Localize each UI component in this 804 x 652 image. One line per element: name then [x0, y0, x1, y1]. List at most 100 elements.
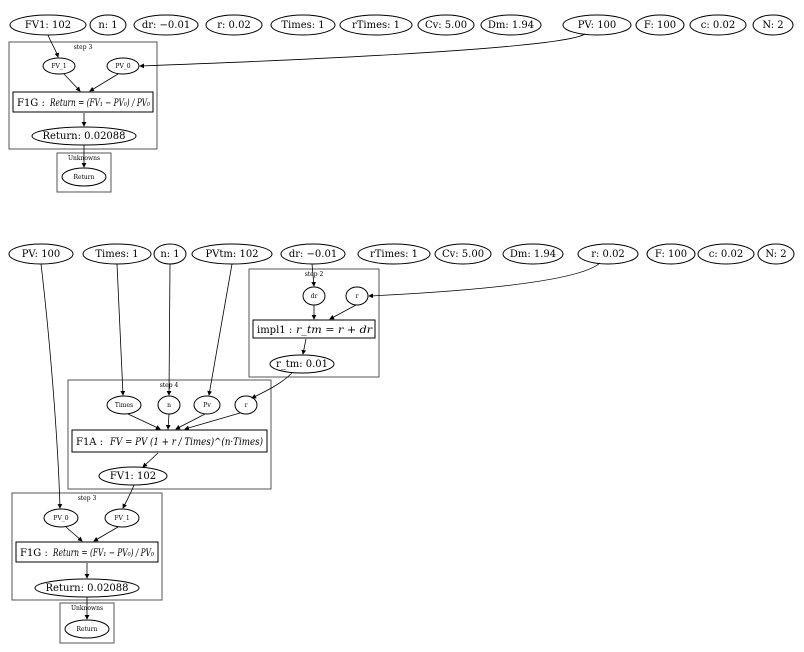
input-node-rtimes — [339, 14, 413, 36]
step2-result-label: r_tm: 0.01 — [276, 359, 328, 370]
edge-pvtm-to-step4 — [207, 263, 233, 396]
bottom-edges — [40, 262, 601, 620]
input-node-r — [205, 14, 263, 36]
step4-node-pv — [193, 395, 221, 415]
step4-formula-expr: FV = PV (1 + r / Times)^(n·Times) — [109, 437, 263, 448]
edge-s4-pv-to-formula — [175, 413, 206, 430]
edge-s4-times-to-formula — [127, 413, 161, 430]
input-label-cv: Cv: 5.00 — [425, 20, 467, 31]
step4-label-times: Times — [115, 402, 133, 409]
edge-fv1-to-step3 — [47, 34, 60, 58]
b-unknowns-label: Return — [76, 626, 97, 633]
b-step3-formula-box — [15, 541, 159, 563]
b-input-label-dr: dr: −0.01 — [289, 249, 337, 260]
edge-pv-to-step3 — [139, 33, 586, 69]
bottom-step2-cluster: step 2 dr r impl1 : r_tm = r + dr r_tm: … — [248, 268, 380, 378]
top-inputs: FV1: 102 n: 1 dr: −0.01 r: 0.02 Times: 1… — [9, 14, 794, 36]
input-node-n-cap — [752, 14, 794, 36]
b-input-node-f — [646, 243, 696, 265]
top-step3-label-pv0: PV_0 — [115, 63, 130, 70]
b-step3-formula-expr: Return = (FV₁ − PV₀) / PV₀ — [52, 548, 154, 559]
b-unknowns-node — [64, 619, 110, 639]
b-input-node-r — [577, 243, 639, 265]
top-step3-cluster: step 3 FV_1 PV_0 F1G : Return = (FV₁ − P… — [8, 41, 158, 150]
top-step3-node-fv1 — [42, 57, 76, 75]
edge-b-fv1-to-formula — [93, 526, 119, 542]
edge-rtm-to-step4 — [251, 372, 293, 399]
input-label-dm: Dm: 1.94 — [488, 20, 534, 31]
input-label-c: c: 0.02 — [701, 20, 735, 31]
edge-step2-formula-to-result — [301, 338, 307, 355]
b-input-label-pvtm: PVtm: 102 — [205, 249, 258, 260]
b-step3-result-label: Return: 0.02088 — [45, 583, 128, 594]
input-node-n — [89, 14, 127, 36]
input-label-dr: dr: −0.01 — [142, 20, 190, 31]
b-input-node-dr — [280, 243, 346, 265]
b-step3-label-fv1: FV_1 — [114, 515, 129, 522]
step4-formula-box — [71, 429, 268, 453]
top-edges — [47, 33, 586, 168]
b-input-label-times: Times: 1 — [95, 249, 138, 260]
input-label-f: F: 100 — [644, 20, 676, 31]
b-input-label-cv: Cv: 5.00 — [442, 249, 484, 260]
input-node-cv — [417, 14, 475, 36]
edge-dr-to-step2 — [311, 263, 317, 287]
edge-step2-r-to-formula — [329, 304, 357, 320]
step4-formula-name: F1A : — [76, 437, 103, 448]
b-input-node-cv — [434, 243, 492, 265]
top-step3-border — [8, 41, 158, 150]
edge-s4-n-to-formula — [165, 413, 171, 430]
step2-node-r — [345, 286, 369, 306]
edge-n-to-step4 — [166, 263, 172, 396]
input-label-fv1: FV1: 102 — [25, 20, 71, 31]
b-input-node-rtimes — [357, 243, 431, 265]
bottom-step4-cluster: step 4 Times n Pv r F1A : FV = PV (1 + r… — [67, 379, 272, 490]
bottom-inputs: PV: 100 Times: 1 n: 1 PVtm: 102 dr: −0.0… — [8, 243, 795, 265]
input-node-f — [635, 14, 685, 36]
b-input-label-c: c: 0.02 — [709, 249, 743, 260]
b-input-label-n-cap: N: 2 — [765, 249, 786, 260]
top-step3-title: step 3 — [74, 44, 93, 51]
input-label-pv: PV: 100 — [578, 20, 617, 31]
top-step3-formula-box — [12, 91, 154, 113]
edge-r-to-step2 — [368, 262, 601, 299]
input-node-times — [270, 14, 336, 36]
b-input-label-f: F: 100 — [655, 249, 687, 260]
step4-result-label: FV1: 102 — [110, 471, 156, 482]
step2-formula-box — [252, 319, 376, 339]
step2-formula-name: impl1 : — [257, 325, 292, 336]
edge-s4-r-to-formula — [184, 412, 241, 431]
step4-node-r — [234, 395, 258, 415]
edge-b-pv0-to-formula — [65, 526, 83, 542]
b-input-label-rtimes: rTimes: 1 — [370, 249, 418, 260]
input-label-n-cap: N: 2 — [762, 20, 783, 31]
input-node-dr — [133, 14, 199, 36]
top-diagram: FV1: 102 n: 1 dr: −0.01 r: 0.02 Times: 1… — [8, 14, 794, 193]
top-step3-node-pv0 — [106, 57, 140, 75]
b-input-node-dm — [502, 243, 564, 265]
b-input-node-c — [697, 243, 755, 265]
edge-times-to-step4 — [116, 263, 126, 396]
top-step3-formula-name: F1G : — [17, 98, 45, 109]
bottom-diagram: PV: 100 Times: 1 n: 1 PVtm: 102 dr: −0.0… — [8, 243, 795, 644]
input-node-dm — [480, 14, 542, 36]
step2-title: step 2 — [305, 271, 324, 278]
b-input-node-n-cap — [757, 243, 795, 265]
top-unknowns-node — [61, 167, 107, 187]
bottom-step3-cluster: step 3 PV_0 FV_1 F1G : Return = (FV₁ − P… — [11, 492, 163, 601]
step2-result-node — [269, 354, 335, 374]
top-step3-label-fv1: FV_1 — [51, 63, 66, 70]
b-input-label-n: n: 1 — [160, 249, 179, 260]
step2-label-r: r — [356, 293, 359, 300]
b-step3-label-pv0: PV_0 — [53, 515, 68, 522]
input-label-n: n: 1 — [98, 20, 117, 31]
edge-pv0-to-formula — [89, 73, 119, 92]
edge-pv-to-step3 — [40, 263, 63, 509]
top-step3-formula-expr: Return = (FV₁ − PV₀) / PV₀ — [49, 98, 150, 109]
input-node-pv — [562, 14, 632, 36]
step4-label-r: r — [245, 402, 248, 409]
edge-fv1-to-step3 — [122, 484, 135, 509]
top-step3-result-label: Return: 0.02088 — [42, 131, 125, 142]
b-step3-title: step 3 — [78, 495, 97, 502]
